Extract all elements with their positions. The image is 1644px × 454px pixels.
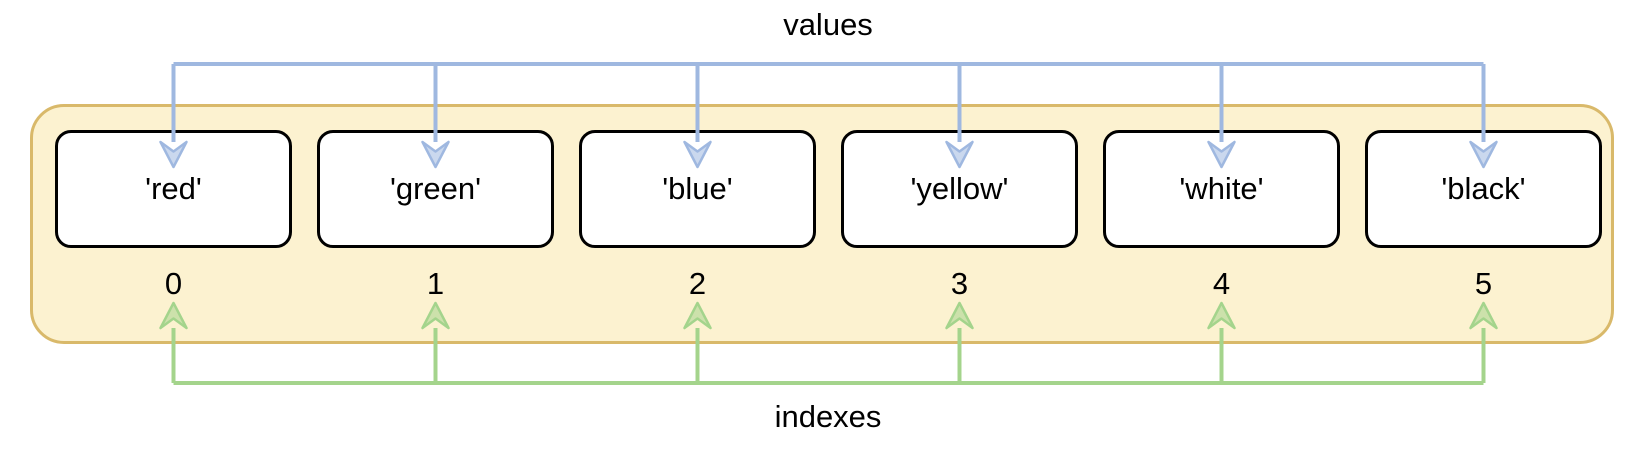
- value-box: 'red': [55, 130, 292, 248]
- index-label: 5: [1474, 266, 1493, 301]
- value-text: 'black': [1441, 171, 1526, 206]
- index-label: 4: [1212, 266, 1231, 301]
- indexes-label: indexes: [774, 399, 882, 434]
- value-text: 'green': [389, 171, 482, 206]
- value-box: 'blue': [579, 130, 816, 248]
- value-box: 'green': [317, 130, 554, 248]
- value-text: 'red': [145, 171, 202, 206]
- index-label: 1: [426, 266, 445, 301]
- index-label: 3: [950, 266, 969, 301]
- value-text: 'blue': [662, 171, 733, 206]
- values-label: values: [783, 7, 873, 42]
- value-text: 'white': [1179, 171, 1264, 206]
- value-box: 'white': [1103, 130, 1340, 248]
- index-label: 0: [164, 266, 183, 301]
- value-box: 'black': [1365, 130, 1602, 248]
- index-label: 2: [688, 266, 707, 301]
- value-text: 'yellow': [910, 171, 1009, 206]
- list-container: [30, 104, 1614, 344]
- value-box: 'yellow': [841, 130, 1078, 248]
